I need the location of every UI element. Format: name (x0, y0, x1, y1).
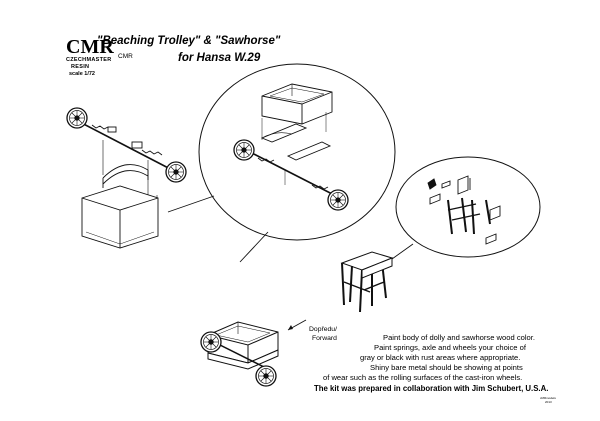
instruction-line-3: gray or black with rust areas where appr… (360, 353, 520, 362)
logo-ring-top: CZECHMASTER (66, 57, 111, 63)
tiny-mark-2: 2013 (545, 400, 552, 404)
cmr-logo: CMR CZECHMASTER RESIN (66, 36, 114, 70)
scale-label: scale 1/72 (69, 71, 95, 77)
trolley-assembled (200, 321, 279, 387)
detail-box-upper (261, 83, 333, 125)
forward-arrow (287, 319, 307, 331)
instruction-line-1: Paint body of dolly and sawhorse wood co… (383, 333, 535, 342)
sawhorse-top (457, 175, 469, 195)
callout-oval-main (198, 63, 396, 241)
callout-oval-right (395, 156, 541, 258)
credit-line: The kit was prepared in collaboration wi… (314, 384, 548, 393)
instruction-line-4: Shiny bare metal should be showing at po… (370, 363, 523, 372)
callout-pointer-2 (239, 231, 269, 263)
sawhorse-parts-view (427, 175, 501, 245)
wheel-left-rear (66, 107, 88, 129)
wheel-detail-front (327, 189, 349, 211)
wheel-detail-rear (233, 139, 255, 161)
logo-letters: CMR (66, 36, 114, 58)
tiny-mark-1: cMRmodels (540, 396, 556, 400)
bridge-arch (102, 164, 149, 179)
direction-line-1: Dopředu/ (309, 326, 337, 333)
title-line-1: "Beaching Trolley" & "Sawhorse" (97, 35, 281, 47)
axle-detail (245, 149, 341, 199)
instruction-line-2: Paint springs, axle and wheels your choi… (374, 343, 527, 352)
spring-left-2 (141, 149, 163, 156)
wheel-left-front (165, 161, 187, 183)
sawhorse-assembled (340, 251, 394, 313)
axle-left (71, 117, 179, 174)
trolley-exploded-view (66, 107, 187, 249)
callout-pointer-1 (167, 195, 215, 213)
instruction-line-5: of wear such as the rolling surfaces of … (323, 373, 522, 382)
direction-line-2: Forward (312, 335, 337, 342)
brand-small: CMR (118, 53, 133, 60)
logo-ring-bottom: RESIN (71, 64, 89, 70)
title-line-2: for Hansa W.29 (178, 52, 261, 64)
trolley-detail-view (233, 83, 349, 211)
